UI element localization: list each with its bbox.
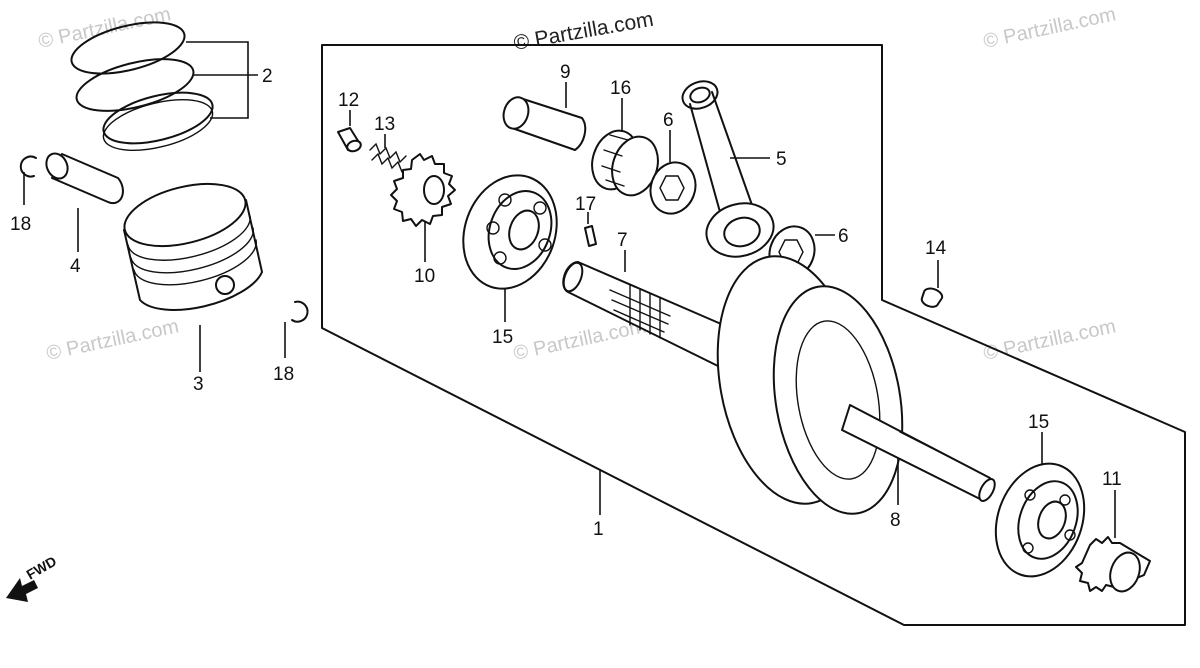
callout-6b: 6	[838, 226, 849, 247]
part-5-connecting-rod	[681, 80, 775, 258]
assembly-outline	[321, 44, 1186, 626]
watermark-mid-right: © Partzilla.com	[981, 315, 1117, 365]
part-11-gear	[1075, 536, 1151, 593]
leader-2-bracket	[186, 41, 249, 119]
callout-18a: 18	[10, 214, 31, 235]
part-14-key	[920, 287, 944, 308]
part-16-needle-bearing	[591, 129, 659, 197]
callout-11: 11	[1102, 469, 1122, 490]
crankshaft	[562, 255, 996, 515]
piston-rings	[70, 21, 214, 151]
circlip-right	[291, 300, 309, 323]
watermark-top-left: © Partzilla.com	[36, 3, 172, 53]
part-9-pin	[502, 96, 587, 151]
fwd-label: FWD	[24, 553, 60, 583]
fwd-arrow-icon	[6, 578, 38, 602]
callout-12: 12	[338, 90, 359, 111]
callouts: 2 18 4 3 18 12 13 10 9 16 6 5 6 17 7 15 …	[10, 62, 1122, 540]
part-13-spring	[369, 142, 407, 173]
callout-4: 4	[70, 256, 81, 277]
watermark-mid-center: © Partzilla.com	[511, 315, 647, 365]
callout-1: 1	[593, 519, 604, 540]
circlip-left	[19, 155, 37, 178]
callout-18b: 18	[273, 364, 294, 385]
callout-13: 13	[374, 114, 395, 135]
part-15-bearing-right	[994, 462, 1086, 578]
watermark-top-right: © Partzilla.com	[981, 3, 1117, 53]
callout-17: 17	[575, 194, 596, 215]
part-15-bearing-left	[462, 174, 558, 290]
part-6-washer-upper	[649, 161, 697, 215]
gear-10	[390, 153, 456, 227]
callout-8: 8	[890, 510, 901, 531]
callout-5: 5	[776, 149, 787, 170]
callout-6a: 6	[663, 110, 674, 131]
callout-9: 9	[560, 62, 571, 83]
callout-7: 7	[617, 230, 628, 251]
callout-15b: 15	[1028, 412, 1049, 433]
part-12-cap	[337, 127, 362, 153]
callout-16: 16	[610, 78, 631, 99]
callout-15a: 15	[492, 327, 513, 348]
fwd-arrow: FWD	[6, 553, 59, 602]
callout-2: 2	[262, 66, 273, 87]
callout-10: 10	[414, 266, 435, 287]
piston	[123, 182, 263, 311]
watermark-top-center: © Partzilla.com	[512, 8, 655, 55]
callout-14: 14	[925, 238, 947, 259]
part-17-pin	[584, 225, 597, 247]
callout-3: 3	[193, 374, 204, 395]
piston-pin	[45, 152, 124, 205]
watermark-mid-left: © Partzilla.com	[44, 315, 180, 365]
